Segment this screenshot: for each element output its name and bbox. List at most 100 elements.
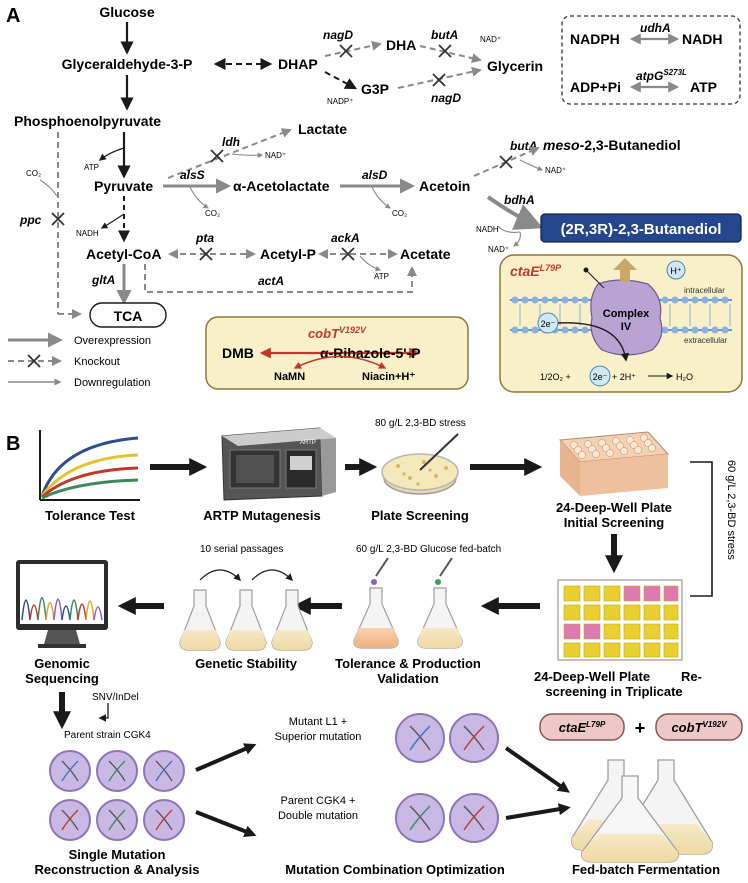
flow-arrow-combo-up	[504, 746, 570, 793]
nadph-label: NADPH	[570, 31, 620, 47]
niacin-label: Niacin+H⁺	[362, 371, 415, 383]
combo-label: Mutation Combination Optimization	[285, 862, 505, 877]
deep2-line1: 24-Deep-Well Plate	[534, 669, 650, 684]
ribazole-label: α-Ribazole-5'-P	[320, 345, 421, 361]
serial-arc-1	[199, 569, 242, 582]
cofactor-atp-ackA: ATP	[374, 272, 389, 281]
cofactor-nadp: NADP⁺	[327, 97, 353, 106]
mutant-line2: Superior mutation	[275, 731, 362, 743]
badge-cobT	[655, 713, 743, 741]
nadh-bdhA-arrow	[497, 225, 521, 233]
equation-mid: + 2H⁺	[612, 372, 636, 382]
acetylcoa-label: Acetyl-CoA	[86, 246, 161, 262]
gene-bdhA: bdhA	[504, 193, 535, 207]
intracellular-label: intracellular	[684, 286, 725, 295]
arrow-pyruvate-lactate	[167, 128, 292, 179]
knockout-butA-mid-mark	[499, 155, 513, 169]
equation-right: H₂O	[676, 372, 693, 382]
step-tolerance-label: Tolerance Test	[45, 508, 135, 523]
serial-label: 10 serial passages	[200, 544, 283, 555]
step-artp-label: ARTP Mutagenesis	[203, 508, 321, 523]
gene-actA: actA	[258, 274, 284, 288]
pipette-bd	[375, 557, 389, 577]
drop-glc	[435, 579, 441, 585]
dhap-label: DHAP	[278, 56, 318, 72]
knockout-nagD-top-mark	[339, 44, 353, 58]
tolerance-graph	[39, 430, 140, 501]
cofactor-nadh-pyr: NADH	[76, 229, 99, 238]
atp-ackA-arrow	[359, 255, 382, 272]
side-stress-label: 60 g/L 2,3-BD stress	[725, 460, 737, 560]
mutant-line1: Mutant L1 +	[289, 716, 347, 728]
nad-bdhA-arrow	[513, 231, 521, 247]
cofactor-atp-pyr: ATP	[84, 163, 99, 172]
acetylp-label: Acetyl-P	[260, 246, 316, 262]
cofactor-nad-ldh: NAD⁺	[265, 151, 286, 160]
electron-label-bottom: 2e⁻	[593, 372, 608, 382]
co2-ppc-arrow	[39, 179, 58, 197]
deep1-line2: Initial Screening	[564, 515, 664, 530]
fermentation-flasks	[571, 759, 713, 863]
artp-brand-label: ARTP	[300, 440, 316, 446]
electron-path-arrow	[557, 322, 630, 362]
single-line1: Single Mutation	[69, 847, 166, 862]
legend-downregulation-label: Downregulation	[74, 377, 150, 389]
flask-stability-1	[179, 589, 221, 651]
gene-alsS: alsS	[180, 168, 205, 182]
flask-bd-label: 60 g/L 2,3-BD	[356, 544, 417, 555]
deep-well-block	[558, 431, 670, 496]
legend-knockout-label: Knockout	[74, 356, 120, 368]
namn-label: NaMN	[274, 371, 305, 383]
gene-gltA: gltA	[91, 273, 115, 287]
panel-a-label: A	[6, 5, 20, 27]
badge-cobT-label: cobTV192V	[671, 720, 727, 735]
complex-iv-shape	[590, 279, 663, 356]
proton-pump-arrow	[613, 258, 637, 282]
arrow-namn-niacin	[293, 355, 387, 369]
gene-ldh: ldh	[222, 135, 240, 149]
tol-prod-line2: Validation	[377, 671, 438, 686]
pyruvate-label: Pyruvate	[94, 178, 153, 194]
equation-left: 1/2O₂ +	[540, 372, 571, 382]
legend-overexpression-label: Overexpression	[74, 335, 151, 347]
rescreen-plate	[557, 579, 683, 661]
gene-nagD-bottom: nagD	[431, 91, 461, 105]
parent2-line1: Parent CGK4 +	[281, 795, 356, 807]
cofactor-nad-bdhA: NAD⁺	[488, 245, 509, 254]
ctaE-pointer	[585, 269, 605, 289]
parent-label: Parent strain CGK4	[64, 730, 151, 741]
deep1-line1: 24-Deep-Well Plate	[556, 500, 672, 515]
electron-circle-bottom	[589, 365, 611, 387]
flask-bd	[353, 587, 399, 649]
cofactor-nad-butA: NAD⁺	[545, 166, 566, 175]
nad-ldh-arrow	[231, 152, 264, 159]
single-line2: Reconstruction & Analysis	[35, 862, 200, 877]
drop-bd	[371, 579, 377, 585]
gene-cobT: cobTV192V	[308, 325, 367, 341]
meso-bdo-label: meso-2,3-Butanediol	[543, 137, 681, 153]
flask-glc-label: Glucose fed-batch	[420, 544, 501, 555]
deep2-line1b: Re-	[681, 669, 702, 684]
target-product-label: (2R,3R)-2,3-Butanediol	[561, 221, 722, 238]
flow-arrow-combo-down	[505, 803, 571, 820]
petri-plate	[381, 433, 459, 495]
flow-arrow-downright	[195, 810, 257, 837]
genomic-line2: Sequencing	[25, 671, 99, 686]
badge-ctaE	[539, 713, 625, 741]
artp-machine	[221, 427, 336, 501]
acetate-label: Acetate	[400, 246, 451, 262]
cofactor-co2-alsS: CO₂	[205, 209, 220, 218]
badge-plus: +	[635, 718, 646, 738]
legend-knockout-mark	[27, 354, 41, 368]
flask-glc	[417, 587, 463, 649]
monitor	[16, 560, 108, 648]
cofactor-nadh-bdhA: NADH	[476, 225, 499, 234]
deep2-line2: screening in Triplicate	[545, 684, 682, 699]
cells-grid	[49, 750, 185, 841]
proton-circle	[666, 260, 686, 280]
knockout-ldh-mark	[210, 149, 224, 163]
cofactor-co2-alsD: CO₂	[392, 209, 407, 218]
snv-arrow	[98, 703, 109, 722]
knockout-butA-top-mark	[438, 44, 452, 58]
